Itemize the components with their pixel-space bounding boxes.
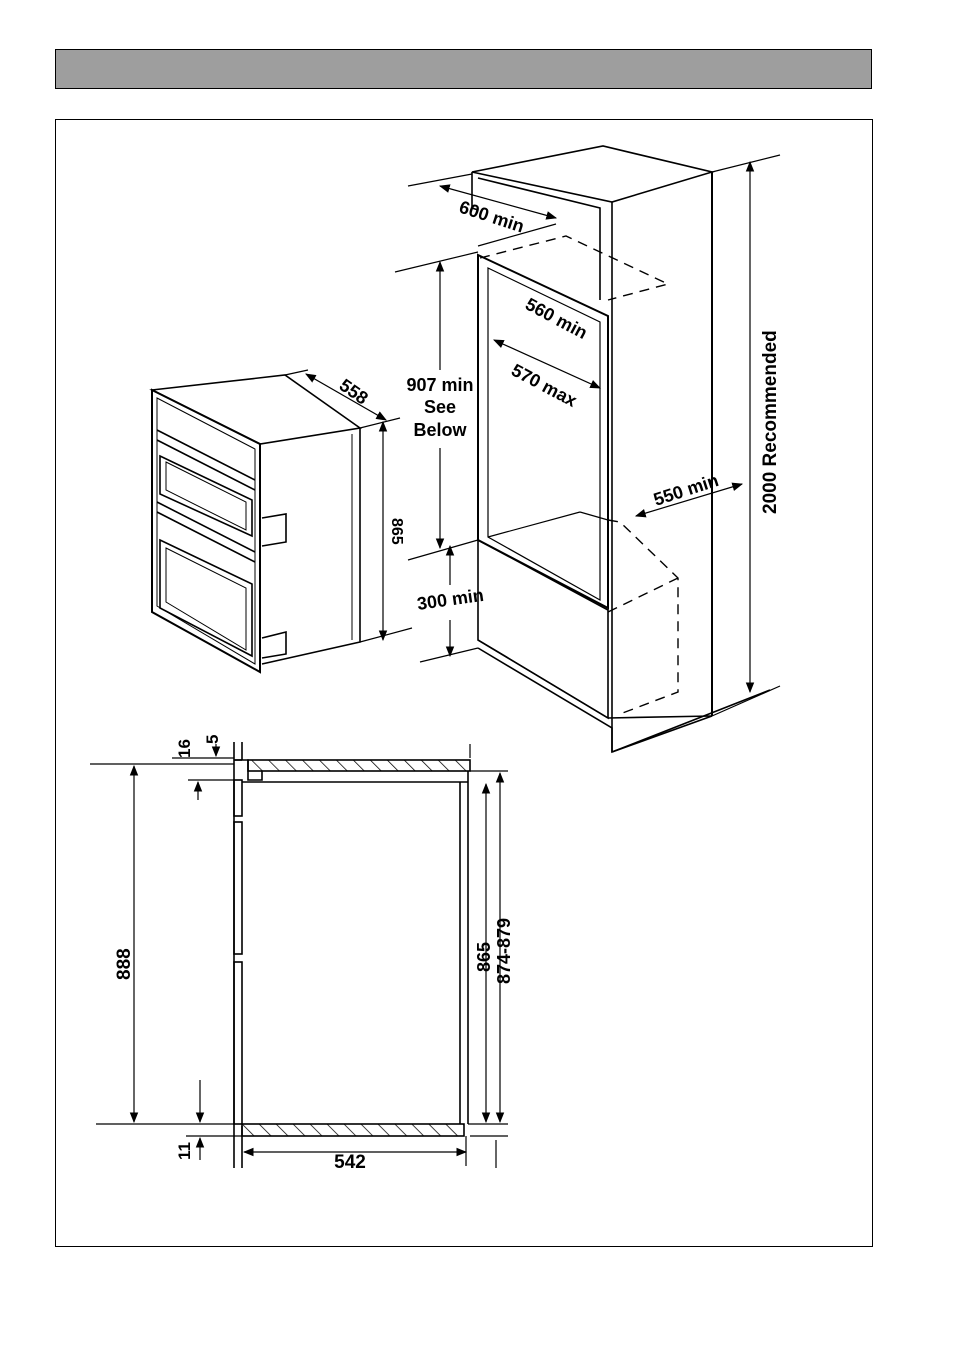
label-300-min: 300 min xyxy=(416,585,485,614)
label-11: 11 xyxy=(175,1142,194,1160)
label-570-max: 570 max xyxy=(508,360,580,411)
label-888: 888 xyxy=(114,948,135,980)
housing-hidden-edges xyxy=(480,236,678,714)
label-600-min: 600 min xyxy=(457,197,527,237)
label-2000-recommended: 2000 Recommended xyxy=(760,330,781,514)
label-5: 5 xyxy=(203,735,222,744)
housing-labels: 600 min 560 min 570 max 550 min 2000 Rec… xyxy=(336,197,781,614)
label-16: 16 xyxy=(175,739,194,758)
oven-unit xyxy=(152,375,360,672)
oven-dimensions xyxy=(285,370,412,642)
housing-unit xyxy=(472,146,770,752)
label-558: 558 xyxy=(336,375,372,409)
section-view xyxy=(234,742,470,1168)
label-below: Below xyxy=(413,420,467,440)
section-labels: 16 5 888 865 874-879 11 542 xyxy=(114,735,514,1173)
label-907-min: 907 min xyxy=(406,375,473,395)
label-550-min: 550 min xyxy=(651,470,721,510)
label-865-oven: 865 xyxy=(388,518,405,545)
label-see: See xyxy=(424,397,456,417)
section-dimensions xyxy=(90,744,508,1168)
label-874-879: 874-879 xyxy=(494,918,514,984)
label-865-section: 865 xyxy=(474,942,494,972)
label-542: 542 xyxy=(334,1152,366,1173)
